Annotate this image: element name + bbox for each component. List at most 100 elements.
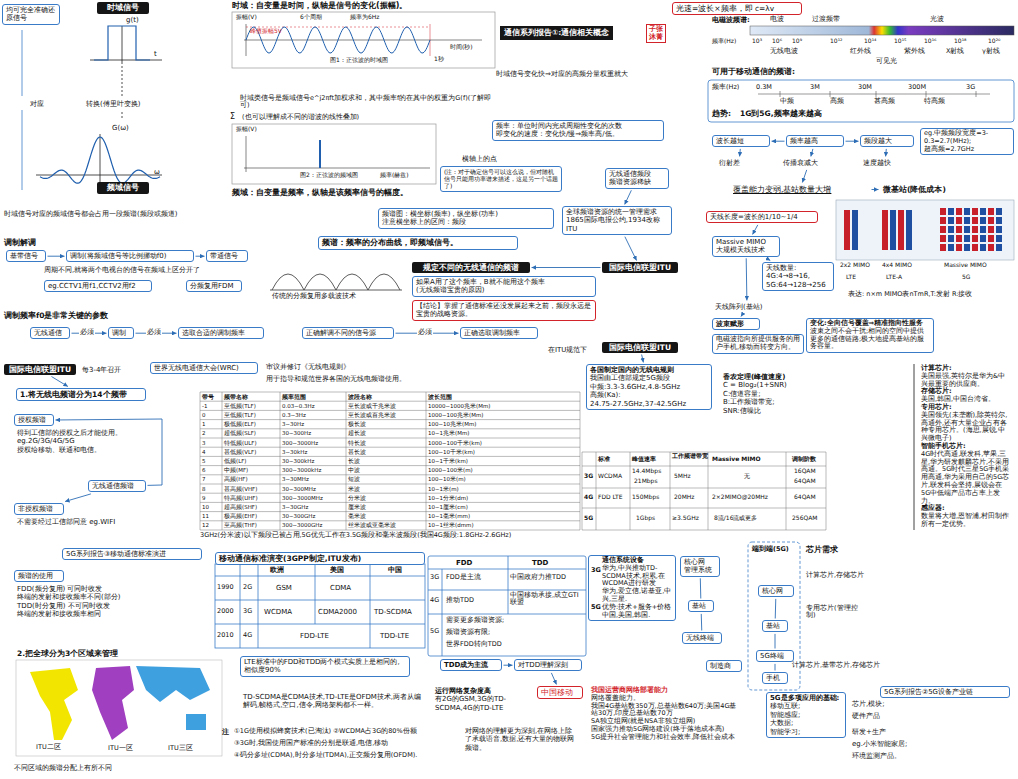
diagram-label: 芯片需求 bbox=[806, 546, 838, 555]
edge-label: 必须 bbox=[146, 330, 162, 337]
illustration-shape bbox=[972, 217, 978, 224]
concept-box: 5G终端 bbox=[756, 650, 794, 662]
illustration-shape bbox=[988, 217, 994, 224]
diagram-label: 环境监测产品。 bbox=[852, 752, 901, 760]
node-text: 专用芯片: bbox=[921, 404, 1011, 412]
illustration-shape bbox=[200, 530, 580, 531]
table-cell: 30~300Hz bbox=[282, 430, 311, 436]
node-text: 时域信号 bbox=[100, 3, 146, 13]
node-text: 5G系列报告②5G设备产业链 bbox=[884, 688, 1006, 696]
node-text: 非授权频谱 bbox=[18, 505, 60, 513]
illustration-shape bbox=[200, 419, 580, 420]
node-text: 计算芯片: bbox=[921, 365, 1011, 373]
node-text: 4G时代高通,联发科,苹果,三星,华为研发麒麟芯片,不采用高通。5G时代三星5G… bbox=[921, 451, 1011, 506]
node-text: 国际电信联盟ITU bbox=[7, 365, 73, 374]
concept-box: 频率越高 bbox=[786, 135, 844, 147]
diagram-label: (也可以理解成不同的谐波的线性叠加) bbox=[242, 114, 359, 121]
table-cell: 64QAM bbox=[794, 478, 816, 485]
diagram-label: LTE-A bbox=[886, 274, 902, 281]
concept-box: LTE标准中的FDD和TDD两个模式实质上是相同的,相似度90% bbox=[240, 656, 410, 677]
table-cell: 3 bbox=[202, 440, 206, 446]
table-cell: 甚长波 bbox=[348, 449, 366, 455]
concept-box: 世界无线电通信大会(WRC) bbox=[150, 362, 258, 374]
diagram-label: 紫外线 bbox=[904, 48, 925, 55]
node-text: TDD(时分复用) 不可同时收发 bbox=[17, 602, 187, 610]
diagram-label: 30M bbox=[858, 84, 872, 91]
node-text: 频率：单位时间内完成周期性变化的次数 bbox=[496, 122, 660, 130]
node-text: 智能手机芯片: bbox=[921, 443, 1011, 451]
diagram-label: 专用芯片(管理控制) bbox=[806, 605, 866, 620]
table-cell: 中频(MF) bbox=[224, 467, 248, 473]
illustration-shape bbox=[926, 91, 927, 97]
illustration-shape bbox=[750, 26, 1014, 35]
diagram-label: 光波 bbox=[930, 16, 944, 23]
illustration-shape bbox=[280, 392, 281, 530]
node-text: C = Blog₂(1+SNR) bbox=[723, 381, 801, 389]
concept-box: 核心网管理系统 bbox=[680, 556, 720, 577]
concept-box: 频率：单位时间内完成周期性变化的次数即变化的速度：变化快/慢⇒频率高/低。 bbox=[492, 120, 664, 141]
node-text: 核心网 bbox=[762, 587, 790, 595]
node-text: 中国移动 bbox=[541, 688, 579, 697]
node-text: 无线终端 bbox=[686, 634, 718, 642]
table-cell: 300~3000Hz bbox=[282, 440, 318, 446]
illustration-shape bbox=[508, 556, 509, 614]
node-text: 有2G的GSM,3G的TD-SCDMA,4G的TD-LTE bbox=[435, 695, 529, 712]
concept-box: 电磁波指向所提供服务的用户手机,移动而转变方向。 bbox=[712, 334, 804, 354]
node-text: 智能感应; bbox=[770, 711, 842, 719]
illustration-shape bbox=[272, 274, 400, 290]
node-text: 波束之间不会干扰;相同的空间中提供更多的通信链路;极大地提高基站的服务容量。 bbox=[810, 328, 930, 351]
illustration-shape bbox=[370, 564, 371, 648]
illustration-shape bbox=[240, 564, 241, 648]
diagram-label: 芯片,模块; bbox=[852, 700, 885, 708]
illustration-shape bbox=[996, 235, 1002, 242]
concept-box: Massive MIMO大规模天线技术 bbox=[712, 236, 780, 257]
node-text: 5G终端 bbox=[760, 652, 790, 660]
diagram-label: 10³ bbox=[752, 38, 762, 45]
illustration-shape bbox=[956, 235, 962, 242]
node-text: 【结论】掌握了通信标准还没发展起来之前，频段永远是宝贵的战略资源。 bbox=[416, 302, 592, 319]
table-cell: 14.4Mbps bbox=[632, 468, 661, 475]
illustration-shape bbox=[122, 26, 123, 64]
concept-box: 基带信号 bbox=[6, 250, 46, 262]
node-text: 频域信号 bbox=[100, 183, 146, 193]
node-text: 核心网 bbox=[684, 558, 716, 566]
concept-box: 光速=波长×频率，即 c=λv bbox=[672, 2, 802, 15]
table-cell: 12 bbox=[202, 522, 209, 528]
connector bbox=[65, 494, 91, 502]
diagram-label: 对应 bbox=[30, 100, 44, 108]
concept-box: 分频复用FDM bbox=[186, 280, 242, 292]
node-text: 对TDD理解深刻 bbox=[518, 661, 578, 669]
diagram-label: 在ITU规范下 bbox=[548, 346, 587, 354]
illustration-shape bbox=[426, 392, 427, 530]
connector bbox=[741, 314, 743, 317]
node-text: 频谱的使用 bbox=[18, 572, 60, 580]
node-text: 无线通信频谱 bbox=[92, 482, 142, 490]
node-text: 5G系列报告③移动通信标准演进 bbox=[66, 550, 198, 558]
diagram-label: ITU一区 bbox=[108, 745, 133, 752]
illustration-shape bbox=[972, 235, 978, 242]
node-text: SNR:信噪比 bbox=[723, 407, 801, 415]
table-cell: 300~3000GHz bbox=[282, 522, 322, 528]
diagram-label: 3M bbox=[810, 84, 820, 91]
world-map bbox=[16, 660, 222, 756]
illustration-shape bbox=[244, 168, 430, 169]
diagram-label: 3G bbox=[966, 84, 975, 91]
illustration-shape bbox=[836, 200, 1014, 260]
node-text: (注：对于确定信号可以这么说，但对随机信号只能用功率谱来描述，这是另一个话题了) bbox=[444, 168, 558, 190]
node-text: 世界无线电通信大会(WRC) bbox=[154, 364, 254, 372]
node-text: 运行网络复杂度高 bbox=[435, 687, 529, 695]
node-text: 无线通信频段 bbox=[609, 170, 665, 178]
concept-box: 对网络的理解更为深刻,在网络上除了承载语音,数据,还有大量的物联网频谱。 bbox=[462, 726, 582, 753]
concept-box: 调制 bbox=[108, 327, 134, 339]
concept-box: 通信系统设备华为,中兴推动TD-SCDMA技术,积累,在WCDMA进行研发华为,… bbox=[588, 555, 676, 621]
heading-label: 频域：自变量是频率，纵轴是该频率信号的幅度。 bbox=[232, 188, 408, 197]
illustration-shape bbox=[964, 208, 970, 215]
table-cell: 毫米波 bbox=[348, 513, 366, 519]
table-cell: 1000~100千米(km) bbox=[428, 440, 482, 446]
table-cell: 工作频谱带宽 bbox=[672, 453, 708, 460]
illustration-shape bbox=[346, 392, 347, 530]
table-cell: TDD bbox=[532, 559, 548, 567]
concept-box: (注：对于确定信号可以这么说，但对随机信号只能用功率谱来描述，这是另一个话题了) bbox=[440, 166, 562, 192]
concept-box: eg.中频频段宽度=3-0.3=2.7(MHz);超高频=2.7GHz bbox=[920, 128, 1014, 155]
